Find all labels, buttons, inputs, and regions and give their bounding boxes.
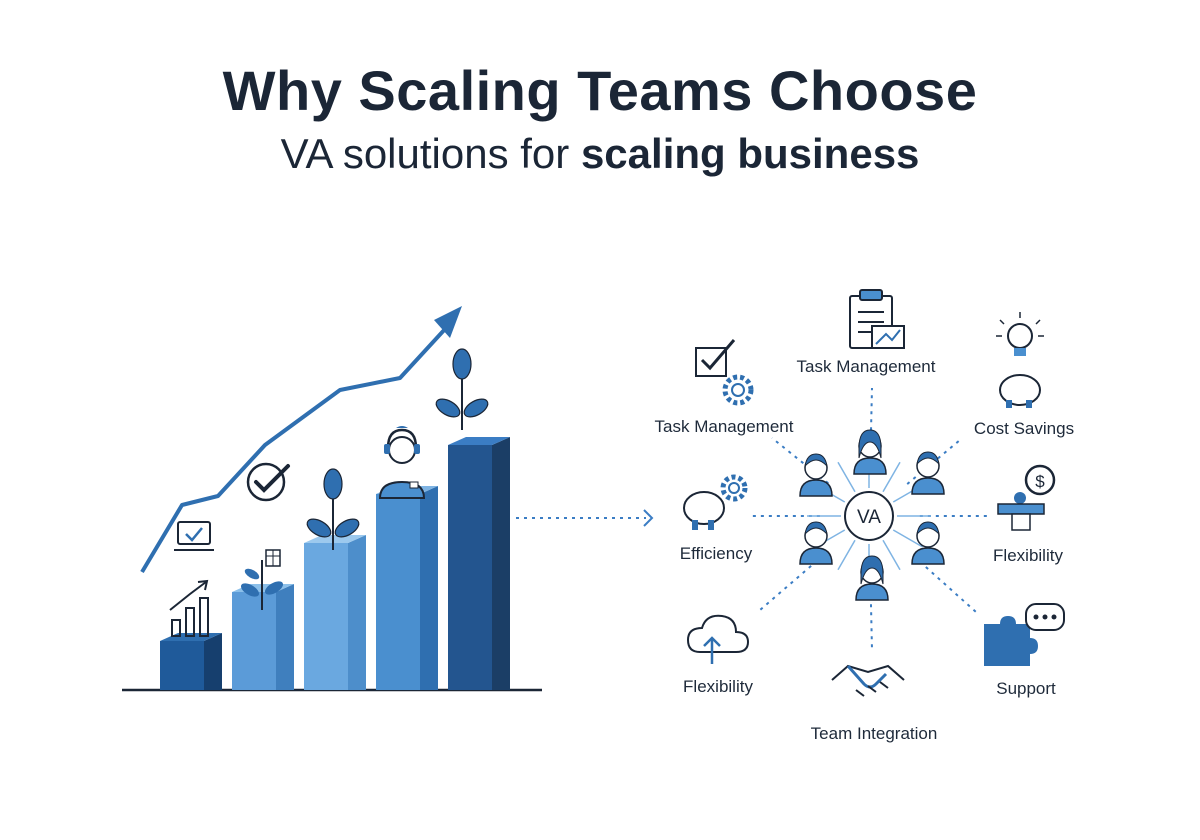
hub-spoke [759, 554, 824, 611]
trend-arrow-head [434, 306, 462, 338]
sprout-icon-bar3 [306, 468, 360, 550]
subtitle-light: VA solutions for [280, 130, 581, 177]
feature-label-efficiency: Efficiency [679, 544, 753, 563]
feature-label-task-management-top: Task Management [796, 357, 936, 376]
growth-chart [122, 306, 654, 692]
feature-label-task-management-left: Task Management [654, 417, 794, 436]
feature-label-support: Support [996, 679, 1056, 698]
hub-ray [892, 529, 924, 548]
team-member-icon [911, 521, 945, 565]
headset-agent-icon [378, 426, 426, 499]
page-title: Why Scaling Teams Choose [222, 59, 978, 122]
handshake-icon [831, 664, 905, 697]
trend-arrow-line [140, 326, 448, 574]
team-member-icon [853, 429, 887, 475]
hub-ray [837, 539, 856, 571]
sprout-icon-bar5 [435, 348, 489, 430]
team-member-icon [911, 451, 945, 495]
connector-arrow [643, 509, 654, 527]
monitor-check-icon [174, 521, 214, 551]
hub-ray [882, 539, 901, 571]
piggybank-gear-icon [683, 474, 748, 530]
growth-bar-5 [448, 437, 510, 690]
hub-people [799, 429, 945, 601]
team-member-icon [799, 453, 833, 497]
plant-icon [240, 549, 284, 610]
hub-ray [837, 461, 856, 493]
va-hub: VA [683, 289, 1065, 697]
hub-spoke [913, 555, 977, 613]
feature-label-flexibility-left: Flexibility [683, 677, 753, 696]
feature-label-cost-savings: Cost Savings [973, 419, 1075, 438]
bar-chart-icon [169, 579, 209, 637]
checkbox-gear-icon [695, 339, 754, 406]
checkmark-icon [246, 462, 290, 502]
growth-bar-3 [304, 535, 366, 690]
sprouts [306, 348, 489, 550]
cloud-upload-icon [686, 614, 750, 664]
coin-podium-icon: $ [997, 464, 1056, 531]
lightbulb-piggybank-icon [996, 312, 1044, 408]
subtitle-bold: scaling business [580, 130, 920, 177]
feature-label-team-integration: Team Integration [810, 724, 938, 743]
hub-ray [882, 461, 901, 493]
team-member-icon [855, 555, 889, 601]
growth-bars [160, 437, 510, 690]
growth-bar-1 [160, 633, 222, 690]
feature-label-flexibility-right: Flexibility [993, 546, 1063, 565]
page-subtitle: VA solutions for scaling business [0, 130, 1200, 178]
team-member-icon [799, 521, 833, 565]
hub-center-label: VA [857, 507, 881, 528]
puzzle-chat-icon [984, 603, 1065, 666]
svg-text:$: $ [1035, 472, 1045, 491]
hub-center-circle [844, 491, 894, 541]
hub-spoke [869, 572, 873, 651]
clipboard-chart-icon [849, 289, 905, 349]
growth-bar-4 [376, 486, 438, 690]
